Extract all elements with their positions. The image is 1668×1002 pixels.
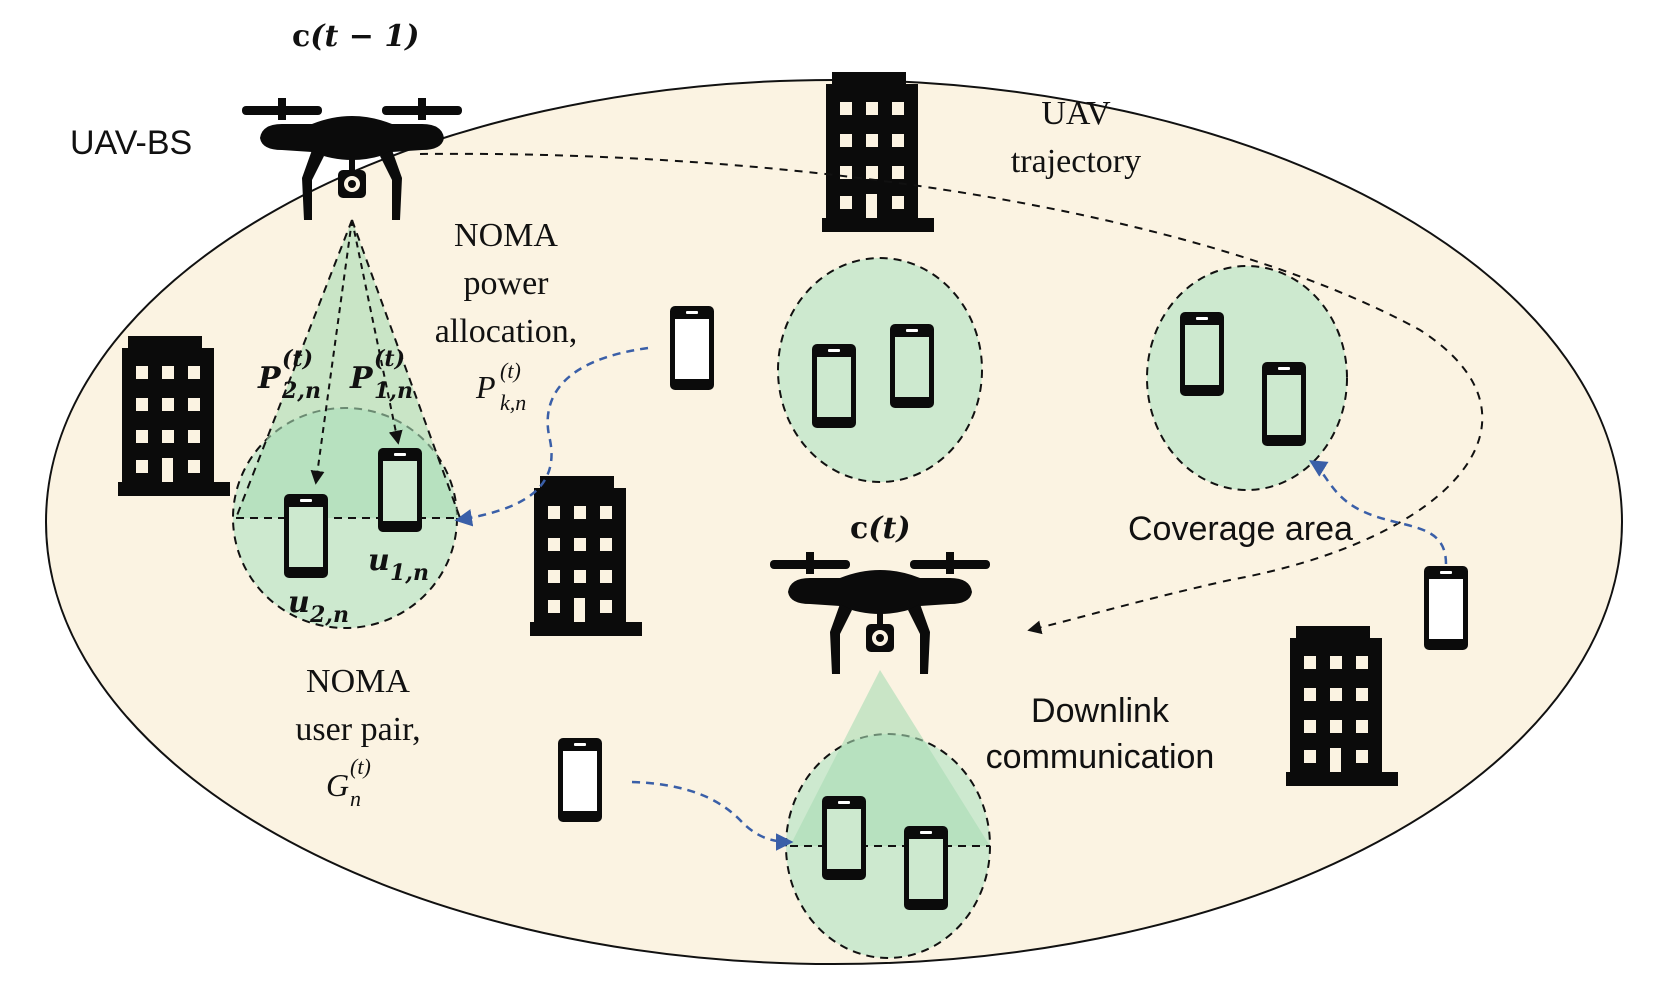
building-icon [118, 336, 230, 496]
phone-icon [1424, 566, 1468, 650]
u1-sub: 1,n [390, 560, 429, 586]
building-icon [530, 476, 642, 636]
beam-edge-left [235, 219, 353, 519]
noma-pair-label-2: user pair, [295, 711, 420, 748]
building-icon [822, 72, 934, 232]
uav-trajectory-label-1: UAV [1041, 95, 1111, 132]
mobility-arrow-to-left-pair [454, 346, 649, 527]
noma-power-sub: k,n [500, 390, 526, 415]
noma-power-label-1: NOMA [454, 217, 558, 254]
building-icon [1286, 626, 1398, 786]
noma-power-symbol: P [475, 369, 496, 405]
beam-cone-left [236, 220, 460, 518]
coverage-circle-right [1146, 265, 1348, 491]
phone-icon [812, 344, 856, 428]
downlink-label-2: communication [986, 738, 1215, 776]
p2-symbol: P [257, 361, 282, 396]
noma-pair-label-1: NOMA [306, 663, 410, 700]
noma-power-sup: (t) [500, 358, 521, 383]
phone-icon [284, 494, 328, 578]
p1-sub: 1,n [374, 378, 413, 404]
phone-icon [1262, 362, 1306, 446]
phone-icon [1180, 312, 1224, 396]
power-arrow-u1 [351, 219, 403, 445]
p2-sup: (t) [282, 346, 313, 372]
coverage-cluster-right [1146, 265, 1348, 491]
noma-power-label-3: allocation, [435, 313, 578, 350]
noma-cluster-left [232, 219, 461, 629]
noma-pair-symbol: G [326, 767, 349, 803]
mobility-arrow-to-downlink [631, 780, 794, 851]
power-arrow-u2 [310, 219, 353, 485]
mobility-arrow-to-right-cluster [1309, 460, 1448, 565]
p2-sub: 2,n [281, 378, 321, 404]
downlink-label-1: Downlink [1031, 692, 1170, 730]
p1-sup: (t) [374, 346, 405, 372]
u2-symbol: u [288, 585, 310, 620]
uav-bs-label: UAV-BS [70, 124, 192, 162]
p1-symbol: P [349, 361, 374, 396]
uav-position-now: c(t) [850, 511, 911, 546]
phone-icon [670, 306, 714, 390]
noma-pair-sub: n [350, 786, 361, 811]
noma-pair-sup: (t) [350, 754, 371, 779]
noma-power-label-2: power [464, 265, 550, 302]
uav-position-prev: c(t − 1) [292, 19, 419, 54]
phone-icon [904, 826, 948, 910]
beam-edge-right [351, 219, 461, 519]
uav-trajectory-label-2: trajectory [1011, 143, 1141, 180]
u2-sub: 2,n [309, 602, 349, 628]
coverage-circle-middle [777, 257, 983, 483]
phone-icon [558, 738, 602, 822]
phone-icon [378, 448, 422, 532]
coverage-cluster-middle [777, 257, 983, 483]
downlink-cluster [785, 670, 991, 959]
phone-icon [822, 796, 866, 880]
u1-symbol: u [368, 543, 390, 578]
phone-icon [890, 324, 934, 408]
coverage-area-label: Coverage area [1128, 510, 1353, 548]
uav-trajectory-path [419, 152, 1484, 635]
